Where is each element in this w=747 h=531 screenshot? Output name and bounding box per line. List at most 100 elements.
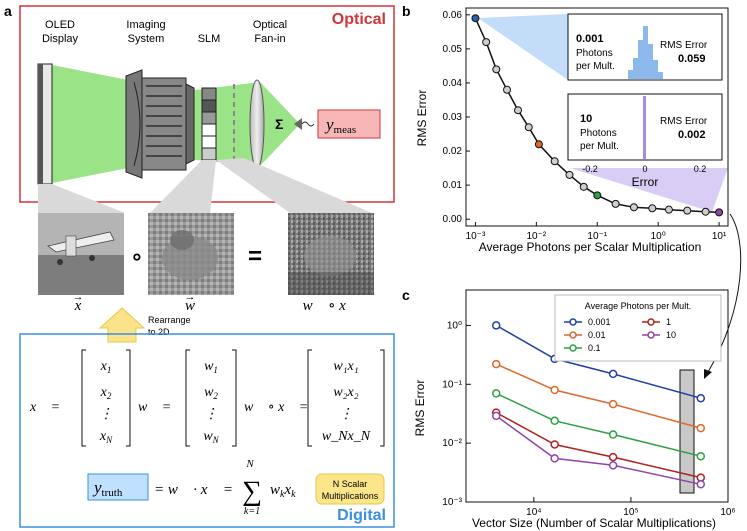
c-data-point — [696, 473, 706, 482]
bracket-x-left — [81, 349, 86, 447]
ytruth-box — [87, 473, 149, 501]
bracket-p-left — [307, 349, 312, 447]
vec-x-arrow: → — [73, 291, 84, 303]
c-data-point — [608, 461, 618, 470]
inset2-value: 10 — [580, 113, 592, 125]
b-data-point — [579, 182, 588, 191]
vec-w-label: w — [185, 298, 195, 314]
bracket-w-right — [232, 349, 237, 447]
legend-box — [554, 294, 722, 362]
c-ytick-label: 10⁻³ — [442, 497, 462, 508]
bracket-p-right — [380, 349, 385, 447]
b-data-point — [565, 170, 574, 179]
imaging-label-1: Imaging — [126, 19, 165, 31]
vec-w-arrow: → — [185, 291, 196, 303]
panel-b-label: b — [402, 3, 411, 19]
x-entry-1: x2 — [100, 385, 112, 401]
b-data-point — [503, 85, 512, 94]
inset2-xtick-pos: 0.2 — [694, 164, 707, 174]
b-ytick-label: 0.00 — [443, 214, 463, 225]
ymeas-label: ymeas — [324, 115, 356, 136]
fanin-lens — [249, 79, 265, 169]
p-entry-3: w_Nx_N — [322, 429, 371, 444]
p-entry-0: w₁x₁ — [333, 359, 358, 374]
b-xtick-label: 10¹ — [712, 231, 727, 242]
w-entry-0: w1 — [204, 359, 218, 375]
scalar-badge-line1: N Scalar — [333, 479, 368, 489]
b-ytick-label: 0.05 — [443, 44, 463, 55]
image-cat — [148, 213, 234, 295]
w-entry-3: wN — [203, 429, 219, 445]
c-data-point — [491, 321, 501, 330]
sum-expression: = w⃗ · x⃗ = — [154, 482, 233, 498]
rearrange-label-1: Rearrange — [148, 315, 191, 325]
b-data-point — [664, 205, 673, 214]
vec-product-label: w⃗ ∘ x⃗ — [303, 298, 358, 314]
w-entry-1: w2 — [204, 385, 218, 401]
bracket-x-right — [126, 349, 131, 447]
legend-label: 0.001 — [588, 317, 611, 327]
scalar-badge — [315, 473, 385, 505]
b-data-point — [715, 208, 724, 217]
c-data-point — [608, 452, 618, 462]
c-data-point — [608, 399, 618, 409]
legend-marker — [569, 318, 577, 326]
c-xtick-label: 10⁵ — [623, 507, 638, 518]
c-data-point — [696, 393, 706, 403]
legend-marker — [647, 318, 655, 326]
b-data-point — [593, 191, 602, 200]
inset2-line2: per Mult. — [580, 141, 619, 152]
legend-label: 1 — [666, 317, 671, 327]
scalar-badge-line2: Multiplications — [322, 491, 379, 501]
x-entry-3: xN — [99, 429, 113, 445]
inset2-histogram-bar — [643, 96, 646, 159]
c-data-point — [491, 411, 501, 421]
c-data-point — [696, 451, 706, 461]
b-data-point — [534, 140, 543, 149]
imaging-label-2: System — [128, 33, 165, 45]
inset-1: 0.001 Photons per Mult. RMS Error 0.059 — [567, 13, 723, 81]
equals-sign: = — [248, 243, 262, 270]
oled-label-2: Display — [42, 33, 79, 45]
b-data-point — [524, 123, 533, 132]
sigma-symbol: Σ — [275, 116, 283, 132]
inset1-err-value: 0.059 — [678, 53, 706, 65]
eq-w-lhs: w⃗ = — [138, 400, 171, 415]
proj-wedge-x — [38, 184, 125, 213]
inset1-err-label: RMS Error — [660, 40, 708, 51]
ytruth-label: ytruth — [92, 478, 123, 499]
legend-marker — [647, 331, 655, 339]
b-ytick-label: 0.06 — [443, 10, 463, 21]
inset1-line2: per Mult. — [576, 61, 615, 72]
image-airplane — [38, 213, 124, 295]
panel-c-plot — [491, 321, 706, 489]
b-data-point — [648, 204, 657, 213]
b-ytick-label: 0.02 — [443, 146, 463, 157]
optical-title: Optical — [332, 11, 386, 28]
legend-marker — [569, 344, 577, 352]
imaging-lens — [133, 81, 141, 167]
c-series-line — [495, 363, 701, 429]
inset-2: 10 Photons per Mult. RMS Error 0.002 -0.… — [567, 93, 723, 189]
p-entry-2: ⋮ — [339, 407, 353, 422]
connector-arrowhead — [704, 369, 712, 379]
b-data-point — [629, 203, 638, 212]
inset2-err-value: 0.002 — [678, 129, 706, 141]
highlight-rect — [679, 369, 695, 494]
sum-term: wkxk — [270, 482, 296, 500]
c-data-point — [550, 416, 559, 426]
inset1-line1: Photons — [576, 48, 613, 59]
inset1-histogram — [628, 26, 663, 79]
proj-wedge-p — [216, 158, 372, 213]
inset1-wedge — [478, 14, 568, 80]
panel-a: a Optical OLED Display Imaging System SL… — [4, 3, 395, 528]
slm-label: SLM — [198, 33, 221, 45]
imaging-stripes — [146, 85, 182, 157]
imaging-rear — [185, 83, 195, 165]
rearrange-label-2: to 2D — [148, 327, 170, 337]
c-data-point — [491, 359, 501, 369]
inset2-xtick-neg: -0.2 — [582, 164, 598, 174]
